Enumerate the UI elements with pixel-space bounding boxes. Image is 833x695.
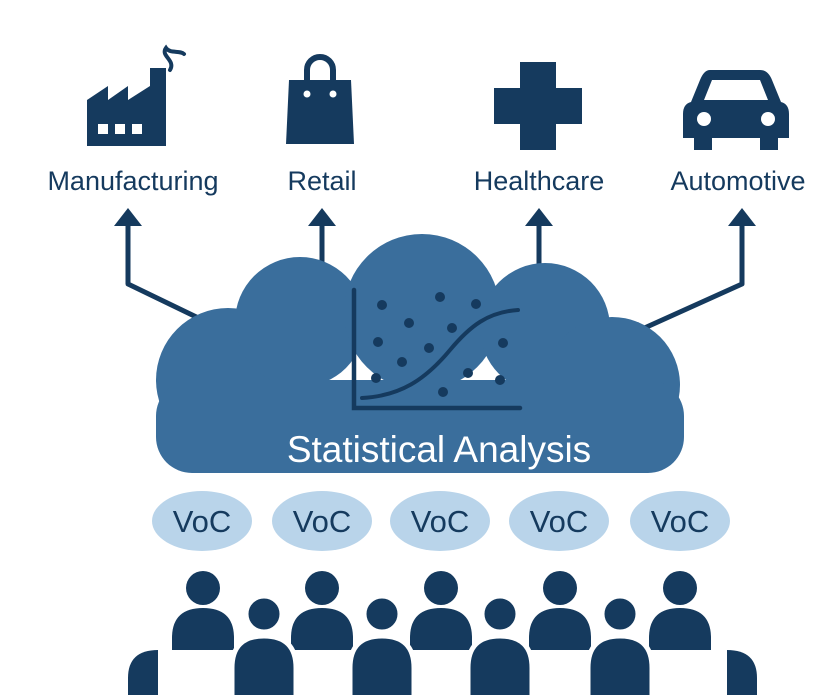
arrow-to-manufacturing xyxy=(114,208,217,329)
voc-bubble: VoC xyxy=(272,491,372,551)
person-icon xyxy=(128,650,158,695)
voc-label: VoC xyxy=(651,504,710,539)
industry-label-manufacturing: Manufacturing xyxy=(47,166,218,196)
medical-cross-icon xyxy=(494,62,582,150)
person-icon xyxy=(465,593,535,695)
analysis-title: Statistical Analysis xyxy=(287,429,591,470)
voc-bubble: VoC xyxy=(390,491,490,551)
factory-icon xyxy=(87,44,186,146)
voc-bubble: VoC xyxy=(630,491,730,551)
shopping-bag-icon xyxy=(286,54,354,144)
scatter-plot-icon xyxy=(351,287,523,411)
person-icon xyxy=(291,571,353,650)
industry-label-retail: Retail xyxy=(287,166,356,196)
arrow-to-automotive xyxy=(638,208,756,333)
person-icon xyxy=(410,571,472,650)
person-icon xyxy=(229,593,299,695)
voc-bubble: VoC xyxy=(509,491,609,551)
voc-label: VoC xyxy=(411,504,470,539)
car-icon xyxy=(683,70,789,150)
person-icon xyxy=(529,571,591,650)
voc-label: VoC xyxy=(530,504,589,539)
person-icon xyxy=(649,571,711,650)
person-icon xyxy=(347,593,417,695)
voc-label: VoC xyxy=(293,504,352,539)
voc-label: VoC xyxy=(173,504,232,539)
person-icon xyxy=(727,650,757,695)
industry-label-automotive: Automotive xyxy=(670,166,805,196)
person-icon xyxy=(172,571,234,650)
person-icon xyxy=(585,593,655,695)
voc-bubble: VoC xyxy=(152,491,252,551)
analysis-cloud xyxy=(156,234,684,473)
industry-label-healthcare: Healthcare xyxy=(474,166,605,196)
